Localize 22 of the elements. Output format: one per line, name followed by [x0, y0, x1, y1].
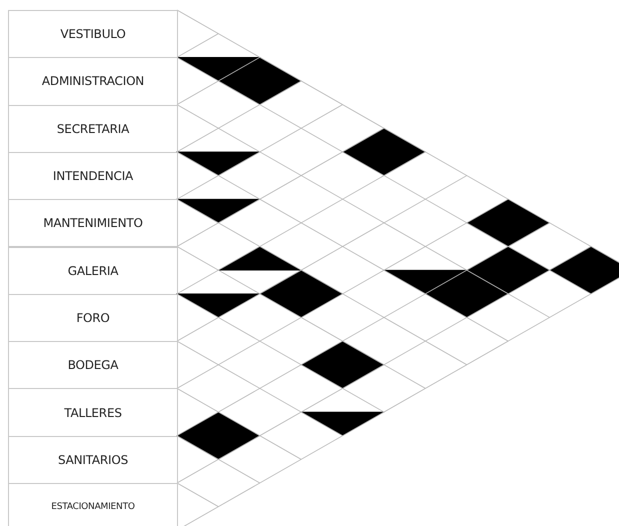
- space-label-box: [8, 152, 178, 200]
- space-name: INTENDENCIA: [52, 169, 134, 184]
- space-label-box: [8, 10, 178, 58]
- space-name: ADMINISTRACION: [42, 74, 144, 88]
- space-label-box: [8, 483, 178, 526]
- space-name: BODEGA: [68, 358, 118, 372]
- space-name: SECRETARIA: [56, 122, 130, 136]
- space-label-box: [8, 246, 178, 295]
- space-name: VESTIBULO: [60, 27, 126, 42]
- space-name: SANITARIOS: [58, 452, 128, 467]
- space-label-box: [8, 104, 178, 153]
- space-name: FORO: [76, 310, 110, 325]
- space-label-box: [8, 436, 178, 484]
- space-label-box: [8, 199, 178, 248]
- space-label-box: [8, 388, 178, 437]
- space-label-box: [8, 341, 178, 390]
- space-name: ESTACIONAMIENTO: [51, 502, 135, 512]
- space-label-box: [8, 294, 178, 342]
- space-name: GALERIA: [68, 264, 118, 278]
- space-label-box: [8, 57, 178, 106]
- space-name: MANTENIMIENTO: [43, 216, 143, 230]
- space-name: TALLERES: [64, 406, 122, 420]
